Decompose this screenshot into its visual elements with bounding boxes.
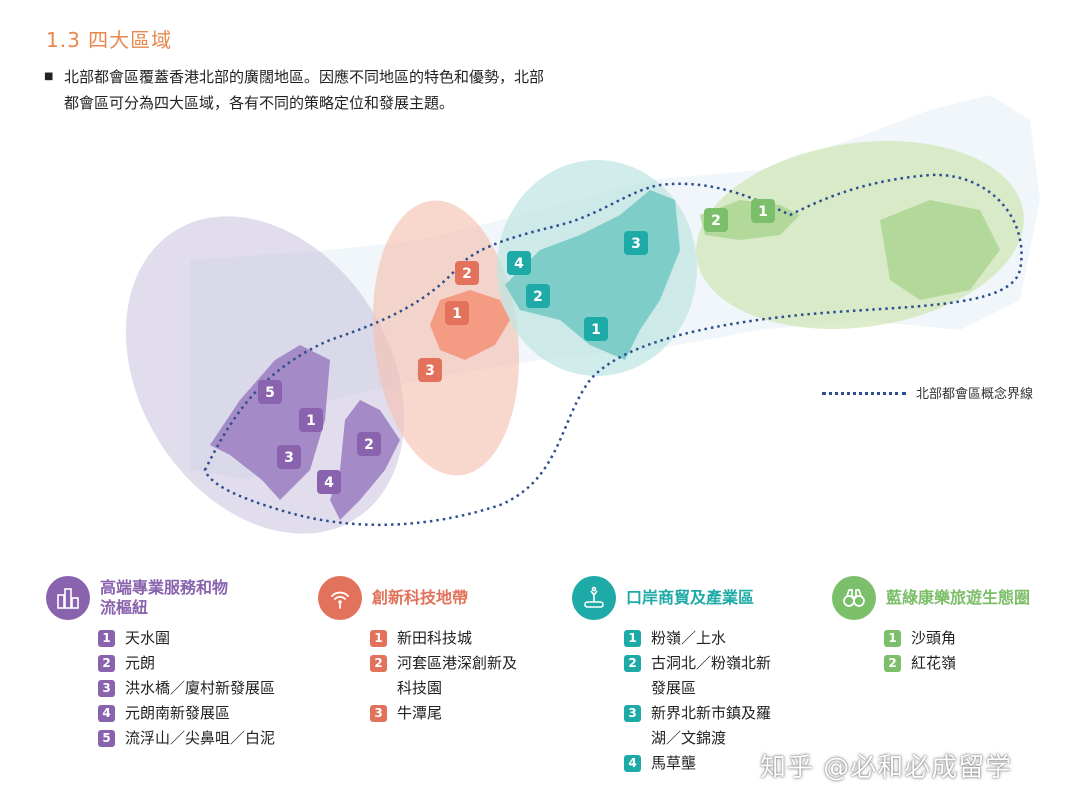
district-map: 5 1 3 2 4 2 1 3 4 2 3 1 2 1 (125, 95, 1040, 534)
marker-purple-3: 3 (284, 450, 294, 466)
intro-paragraph: ■ 北部都會區覆蓋香港北部的廣闊地區。因應不同地區的特色和優勢，北部都會區可分為… (44, 64, 544, 116)
section-heading: 1.3 四大區域 (46, 28, 173, 52)
marker-purple-5: 5 (265, 385, 275, 401)
watermark: 知乎 @必和必成留学 (760, 753, 1013, 783)
binoculars-icon (832, 576, 876, 620)
boundary-legend-label: 北部都會區概念界線 (916, 387, 1034, 402)
bullet-icon: ■ (44, 71, 54, 82)
group-title: 藍綠康樂旅遊生態圈 (886, 588, 1031, 607)
marker-teal-3: 3 (631, 236, 641, 252)
marker-teal-2: 2 (533, 289, 543, 305)
green-district-shape (700, 200, 1000, 300)
marker-red-2: 2 (462, 266, 472, 282)
purple-district-shape (210, 345, 400, 520)
map-markers-purple: 5 1 3 2 4 (258, 380, 381, 494)
wifi-signal-icon (318, 576, 362, 620)
marker-purple-1: 1 (306, 413, 316, 429)
intro-text: 北部都會區覆蓋香港北部的廣闊地區。因應不同地區的特色和優勢，北部都會區可分為四大… (64, 68, 545, 112)
marker-green-1: 1 (758, 204, 768, 220)
boundary-legend-line (822, 392, 906, 395)
marker-red-3: 3 (425, 363, 435, 379)
group-title: 創新科技地帶 (372, 588, 469, 607)
marker-red-1: 1 (452, 306, 462, 322)
marker-purple-4: 4 (324, 475, 334, 491)
robot-arm-icon (572, 576, 616, 620)
group-title: 口岸商貿及產業區 (626, 588, 755, 607)
marker-teal-4: 4 (514, 256, 524, 272)
marker-teal-1: 1 (591, 322, 601, 338)
group-title: 高端專業服務和物流樞紐 (100, 578, 229, 617)
map-markers-green: 2 1 (704, 199, 775, 232)
map-markers-red: 2 1 3 (418, 261, 479, 382)
marker-green-2: 2 (711, 213, 721, 229)
buildings-icon (46, 576, 90, 620)
boundary-dotted-line (203, 173, 1023, 527)
map-markers-teal: 4 2 3 1 (507, 231, 648, 341)
marker-purple-2: 2 (364, 437, 374, 453)
